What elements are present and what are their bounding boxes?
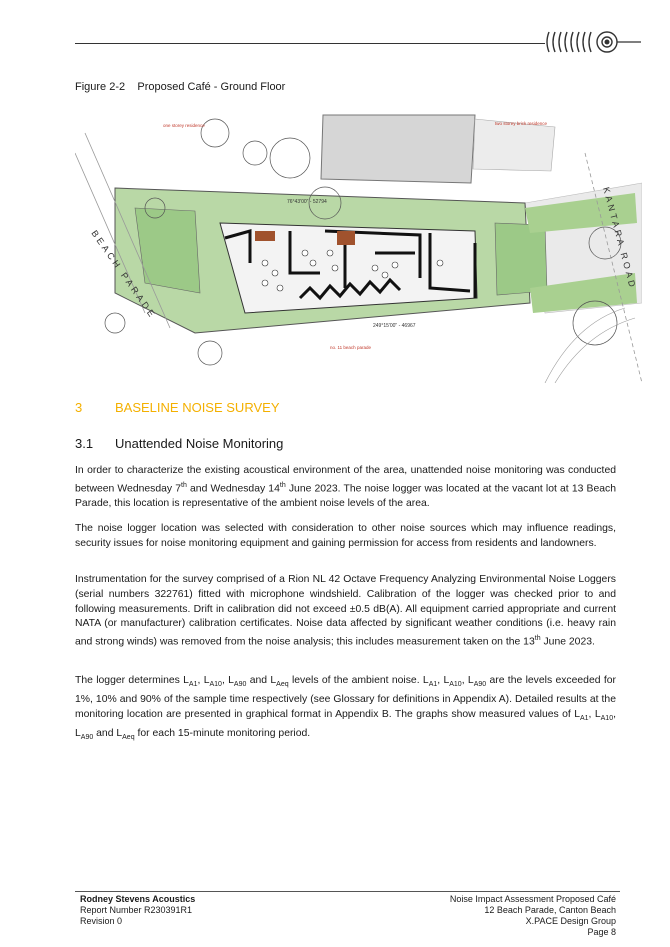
footer-address: 12 Beach Parade, Canton Beach — [484, 905, 616, 915]
paragraph-logger-location: The noise logger location was selected w… — [75, 523, 616, 549]
footer-client: X.PACE Design Group — [525, 916, 616, 926]
page-number: Page 8 — [587, 927, 616, 937]
cafe-building — [219, 222, 478, 314]
paragraph-monitoring-period: In order to characterize the existing ac… — [75, 465, 616, 510]
svg-text:76°43'00" - 52794: 76°43'00" - 52794 — [287, 199, 327, 205]
footer-revision: Revision 0 — [80, 916, 123, 926]
paragraph-noise-descriptors: The logger determines LA1, LA10, LA90 an… — [75, 675, 616, 741]
neighbour-building — [320, 114, 476, 184]
company-logo — [546, 31, 641, 53]
site-plan-drawing: KANTARA ROAD BEACH PARADE 76°43'00" - 52… — [75, 113, 642, 383]
svg-text:one storey residence: one storey residence — [163, 123, 205, 128]
footer-report-title: Noise Impact Assessment Proposed Café — [449, 894, 616, 904]
footer-rule — [75, 891, 620, 892]
footer-company: Rodney Stevens Acoustics — [80, 894, 196, 904]
figure-caption: Figure 2-2 Proposed Café - Ground Floor — [75, 81, 286, 93]
footer-left: Rodney Stevens Acoustics Report Number R… — [80, 894, 195, 927]
header-rule — [75, 43, 545, 44]
svg-text:no. 11 beach parade: no. 11 beach parade — [330, 345, 371, 350]
footer-right: Noise Impact Assessment Proposed Café 12… — [450, 894, 616, 938]
svg-text:two storey brick residence: two storey brick residence — [495, 121, 548, 126]
svg-text:249°15'00" - 46967: 249°15'00" - 46967 — [373, 323, 416, 329]
footer-report-number: Report Number R230391R1 — [80, 905, 193, 915]
paragraph-instrumentation: Instrumentation for the survey comprised… — [75, 574, 616, 648]
